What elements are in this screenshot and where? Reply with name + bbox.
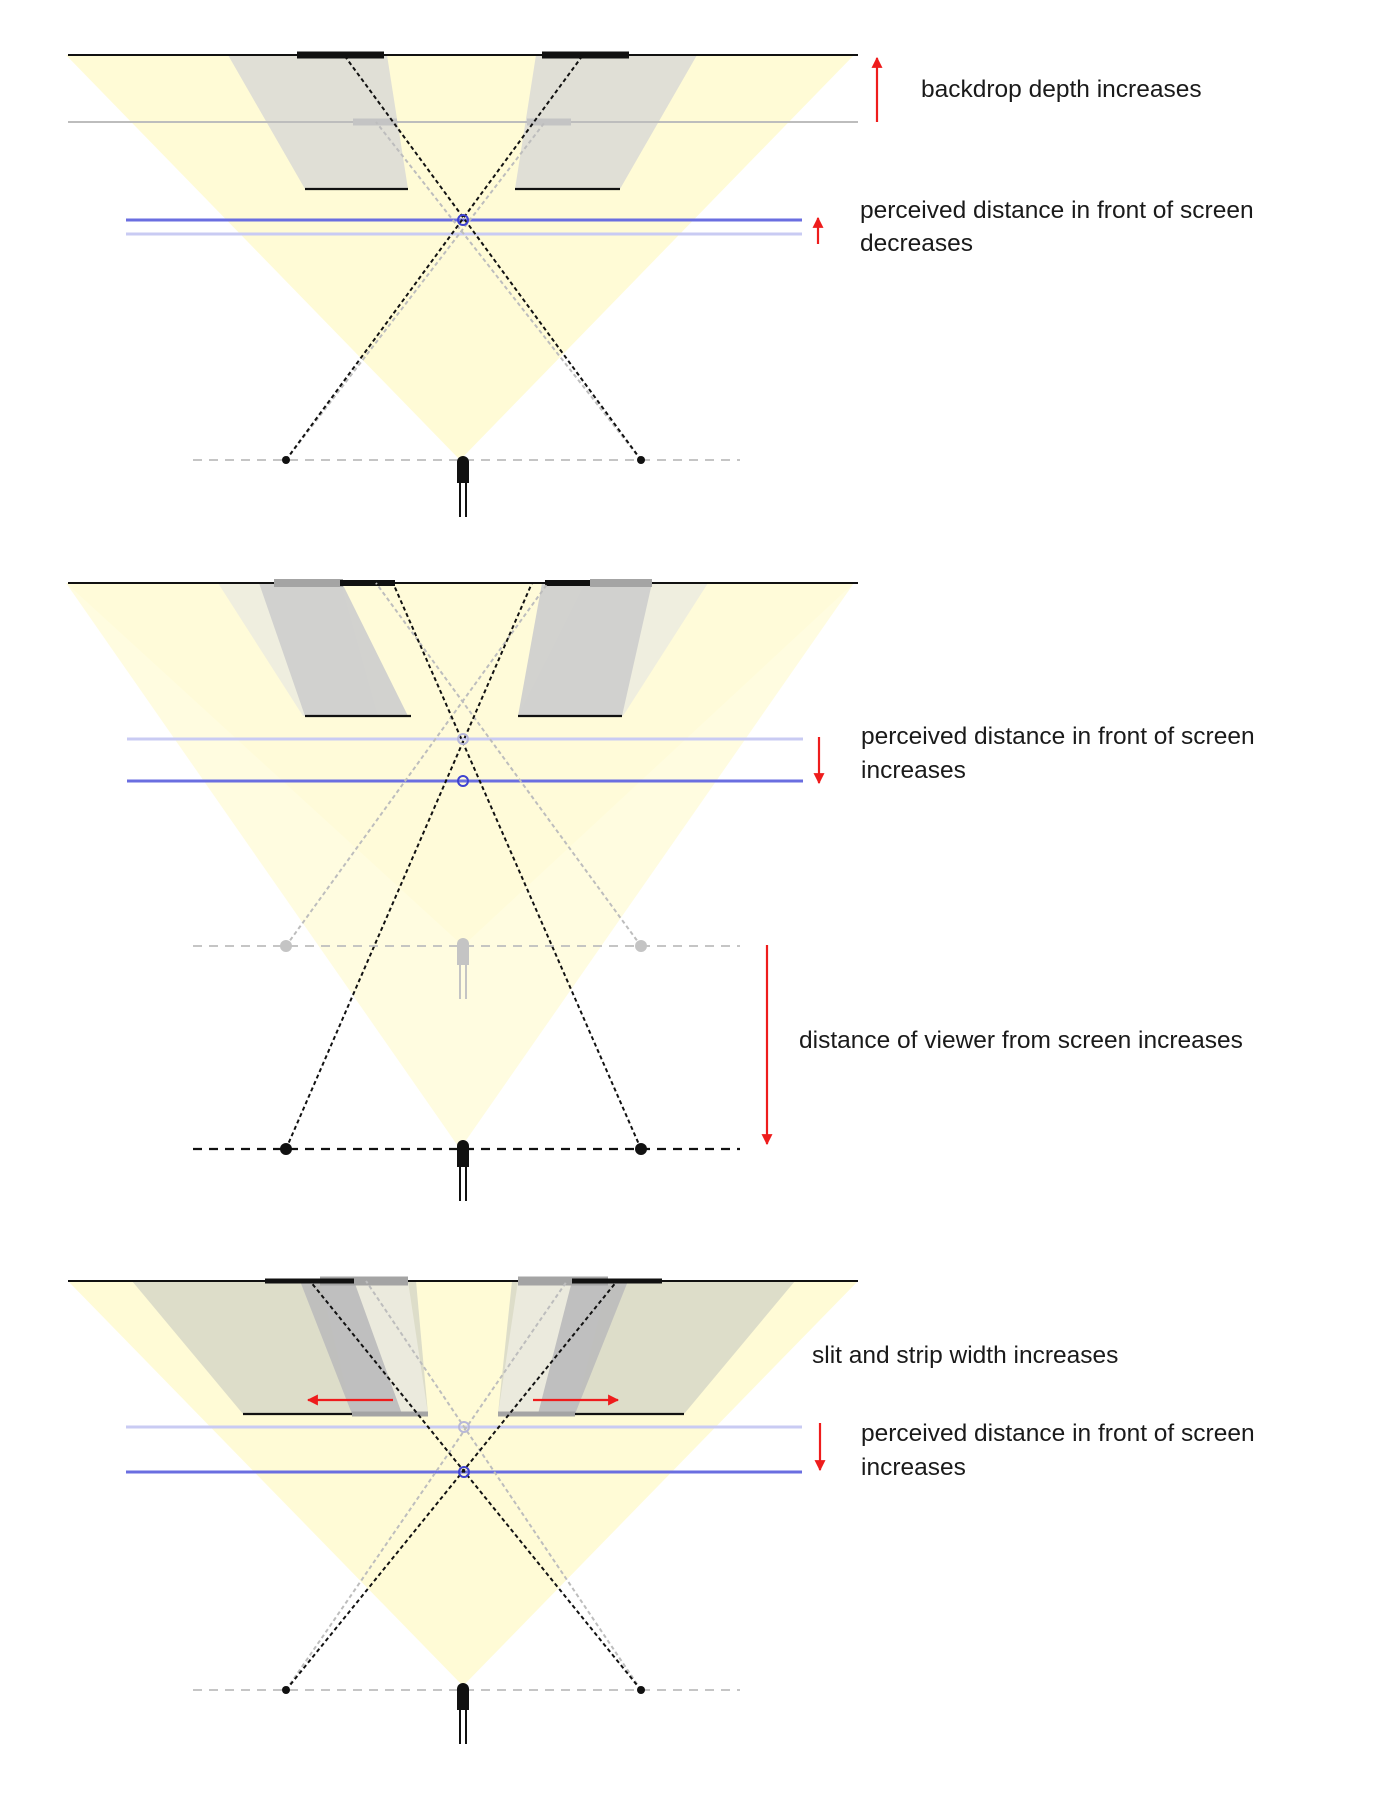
eye-right	[637, 1686, 645, 1694]
intersection-point-faded	[457, 733, 469, 745]
annotation-perceived-distance: perceived distance in front of screen	[861, 1420, 1255, 1447]
annotation-perceived-distance: perceived distance in front of screen	[861, 723, 1255, 750]
strip-shadow-left	[300, 1281, 402, 1414]
annotation-decreases: decreases	[860, 230, 973, 257]
annotation-increases: increases	[861, 1454, 966, 1481]
faded-sight-lines	[285, 582, 642, 947]
projector-icon	[456, 1139, 470, 1202]
sight-lines	[285, 582, 642, 1150]
strip-shadow-right	[538, 1281, 628, 1414]
intersection-point	[458, 1466, 470, 1478]
light-cone	[66, 55, 854, 460]
faded-sight-lines	[285, 121, 642, 461]
eye-left	[282, 1686, 290, 1694]
eye-left	[280, 1143, 292, 1155]
annotation-increases: increases	[861, 757, 966, 784]
faded-sight-lines	[285, 1280, 642, 1691]
strip-shadow-right	[518, 583, 652, 716]
eye-left-faded	[280, 940, 292, 952]
eye-right-faded	[635, 940, 647, 952]
eye-right	[635, 1143, 647, 1155]
strip-shadow-left	[259, 583, 408, 716]
annotation-viewer-distance: distance of viewer from screen increases	[799, 1027, 1243, 1054]
panel-viewer-distance: perceived distance in front of screen in…	[66, 579, 1255, 1202]
light-cone-far	[66, 583, 854, 1149]
panel-backdrop-depth: backdrop depth increases perceived dista…	[66, 51, 1254, 518]
eye-left	[282, 456, 290, 464]
projector-icon	[456, 1682, 470, 1745]
sight-lines	[285, 1280, 642, 1691]
eye-right	[637, 456, 645, 464]
annotation-perceived-distance: perceived distance in front of screen	[860, 197, 1254, 224]
annotation-slit-width: slit and strip width increases	[812, 1342, 1118, 1369]
annotation-backdrop-depth: backdrop depth increases	[921, 76, 1202, 103]
panel-slit-width: slit and strip width increases perceived…	[68, 1276, 1255, 1745]
projector-icon	[456, 455, 470, 518]
intersection-point	[457, 775, 469, 787]
intersection-point	[457, 214, 469, 226]
intersection-point-faded	[458, 1421, 470, 1433]
